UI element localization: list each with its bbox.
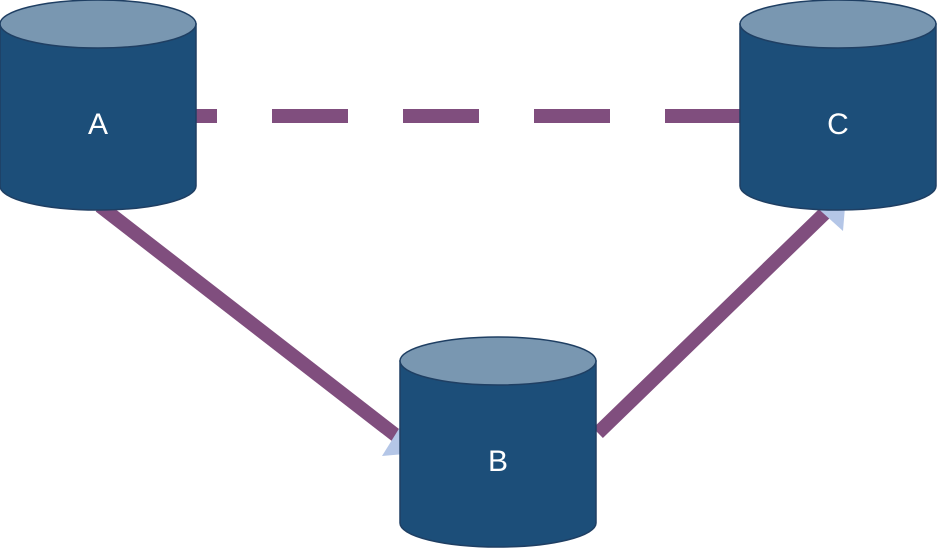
node-a-label: A: [88, 108, 108, 141]
node-a-top: [0, 0, 197, 49]
node-c-top: [739, 0, 937, 49]
node-c-body: [739, 23, 937, 211]
edge-b-to-c: [593, 195, 846, 439]
edge-a-to-b: [95, 200, 416, 456]
node-b-cylinder: B: [399, 336, 597, 548]
node-b-body: [399, 360, 597, 548]
edge-b-to-c-line: [593, 206, 831, 439]
node-b-top: [399, 336, 597, 386]
node-a-cylinder: A: [0, 0, 197, 211]
edge-c-to-a: [169, 91, 741, 140]
node-c-cylinder: C: [739, 0, 937, 211]
node-c-label: C: [827, 108, 849, 141]
node-a-body: [0, 23, 197, 211]
edge-a-to-b-line: [95, 200, 403, 443]
node-b-label: B: [488, 445, 508, 478]
